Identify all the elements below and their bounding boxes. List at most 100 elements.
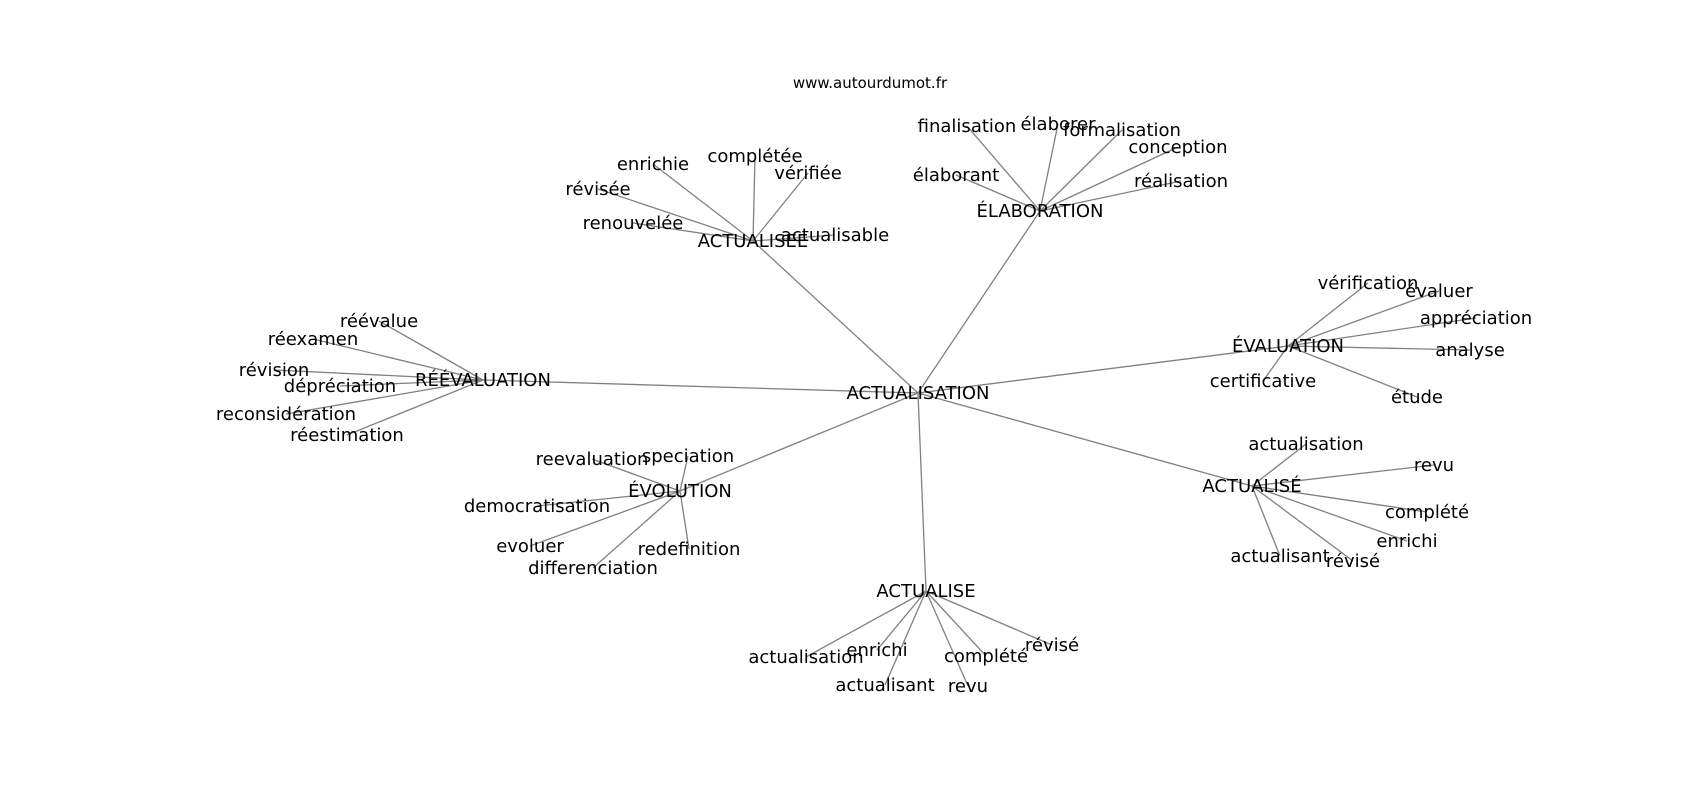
edge-h7-h7l4 [925,590,1053,646]
node-hub-reevaluation: RÉÉVALUATION [415,369,551,391]
edge-h3-h3l1 [378,320,484,381]
edge-h7-h7l5 [884,590,927,686]
source-watermark: www.autourdumot.fr [793,74,948,92]
edge-h7-h7l1 [805,590,927,658]
edge-h2-h2l1 [652,163,754,242]
edge-h6-h6l1 [1251,443,1307,487]
edge-h5-h5l4 [529,490,681,547]
node-leaf-analyse: analyse [1435,340,1505,361]
edge-h2-h2l6 [752,234,836,242]
node-hub-actualisee: ACTUALISEE [698,231,809,252]
edge-h1-h1l2 [1039,123,1059,212]
node-leaf-redefinition: redefinition [638,539,741,560]
node-hub-elaboration: ÉLABORATION [977,200,1104,222]
edge-h3-h3l2 [312,338,484,381]
node-leaf-conception: conception [1128,137,1227,158]
edge-h7-h7l2 [876,590,927,651]
edge-h4-h4l6 [1287,345,1418,398]
edge-h4-h4l4 [1287,345,1471,351]
edge-h1-h1l5 [955,174,1041,212]
edge-h5-h5l3 [536,490,681,507]
node-leaf-reevaluation: reevaluation [536,449,649,470]
edge-h3-h3l5 [285,379,484,415]
node-leaf-verifiee: vérifiée [774,163,842,184]
node-leaf-complete: complété [944,646,1028,667]
edge-h2-h2l3 [752,172,809,242]
node-leaf-evaluer: évaluer [1405,281,1473,302]
edge-h3-h3l3 [273,369,484,381]
edge-h4-h4l3 [1287,317,1477,347]
node-leaf-elaborer: élaborer [1020,114,1096,135]
node-leaf-reconsideration: reconsidération [216,404,356,425]
node-leaf-revision: révision [239,360,310,381]
graph-edges [273,123,1477,687]
edge-h1-h1l1 [966,125,1041,212]
edge-h5-h5l5 [679,490,690,550]
edge-c-h7 [917,392,927,592]
edge-h2-h2l4 [597,188,754,242]
edge-c-h3 [482,379,919,394]
edge-h5-h5l1 [591,458,681,492]
edge-h2-h2l2 [752,155,756,242]
node-leaf-formalisation: formalisation [1063,120,1181,141]
node-leaf-evoluer: evoluer [496,536,564,557]
edge-h7-h7l6 [925,590,969,687]
edge-c-h4 [917,345,1289,394]
node-leaf-actualisable: actualisable [781,225,889,246]
edge-h5-h5l2 [679,455,689,492]
node-leaf-enrichi: enrichi [846,640,907,661]
node-leaf-actualisation: actualisation [1248,434,1363,455]
node-leaf-reexamen: réexamen [268,329,359,350]
edge-h6-h6l2 [1251,464,1435,487]
node-hub-actualise: ACTUALISÉ [1202,475,1301,497]
node-leaf-depreciation: dépréciation [284,376,396,397]
node-center-actualisation: ACTUALISATION [847,383,990,404]
node-leaf-revisee: révisée [565,179,630,200]
edge-h6-h6l6 [1251,485,1354,562]
edge-h1-h1l4 [1039,146,1179,212]
node-leaf-etude: étude [1391,387,1443,408]
edge-c-h5 [679,392,919,492]
edge-h1-h1l6 [1039,180,1182,212]
node-leaf-revu: revu [948,676,988,697]
node-leaf-reevalue: réévalue [340,311,418,332]
node-leaf-revu: revu [1414,455,1454,476]
node-leaf-finalisation: finalisation [918,116,1017,137]
node-leaf-appreciation: appréciation [1420,308,1532,329]
node-leaf-completee: complétée [707,146,802,167]
node-leaf-differenciation: differenciation [528,558,658,579]
node-leaf-revise: révisé [1326,551,1380,572]
edge-h4-h4l2 [1287,290,1440,347]
edge-h6-h6l5 [1251,485,1281,557]
node-leaf-verification: vérification [1318,273,1419,294]
node-hub-evaluation: ÉVALUATION [1232,335,1344,357]
node-leaf-elaborant: élaborant [913,165,999,186]
edge-c-h2 [752,240,919,394]
edge-h7-h7l3 [925,590,987,657]
edge-h2-h2l5 [632,222,754,242]
node-leaf-certificative: certificative [1210,371,1316,392]
edge-h6-h6l3 [1251,485,1428,513]
node-leaf-actualisant: actualisant [835,675,934,696]
node-leaf-revise: révisé [1025,635,1079,656]
node-leaf-renouvelee: renouvelée [583,213,684,234]
edge-c-h6 [917,392,1253,487]
edge-h5-h5l6 [592,490,681,569]
edge-h1-h1l3 [1039,129,1123,212]
edge-c-h1 [917,210,1041,394]
edge-h3-h3l6 [346,379,484,436]
node-leaf-actualisant: actualisant [1230,546,1329,567]
node-hub-actualise: ACTUALISE [876,581,975,602]
node-leaf-actualisation: actualisation [748,647,863,668]
edge-h3-h3l4 [339,379,484,387]
node-leaf-enrichie: enrichie [617,154,689,175]
edge-h4-h4l1 [1287,282,1369,347]
node-leaf-speciation: speciation [642,446,734,467]
node-leaf-democratisation: democratisation [464,496,610,517]
edge-h6-h6l4 [1251,485,1408,542]
node-leaf-reestimation: réestimation [290,425,404,446]
node-hub-evolution: ÉVOLUTION [628,480,732,502]
node-leaf-realisation: réalisation [1134,171,1228,192]
edge-h4-h4l5 [1262,345,1289,382]
